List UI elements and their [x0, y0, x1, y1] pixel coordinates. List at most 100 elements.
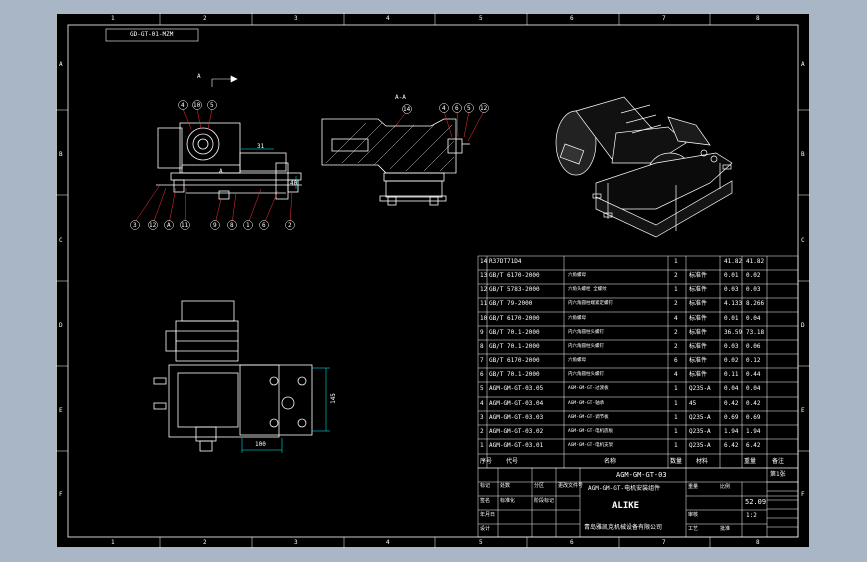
zone-col-6: 6: [570, 15, 574, 22]
bom-cell-code: AGM-GM-GT-03.04: [489, 399, 544, 407]
bom-header-no: 序号: [480, 458, 493, 465]
title-grid: [477, 467, 799, 538]
bom-cell-unit: 1.94: [724, 427, 739, 435]
code-box: [105, 28, 199, 42]
zone-col-1: 1: [111, 15, 115, 22]
bom-cell-mat: 标准件: [689, 328, 708, 336]
zone-row-d-r: D: [801, 322, 805, 329]
drawing-code: GD-GT-01-MZM: [130, 31, 174, 38]
balloon-4: 4: [181, 102, 185, 109]
bom-cell-total: 0.42: [746, 399, 761, 407]
bom-cell-code: AGM-GM-GT-03.01: [489, 441, 544, 449]
bom-cell-no: 9: [480, 328, 484, 336]
bom-cell-name: 内六角圆柱端紧定螺钉: [568, 301, 613, 307]
bom-cell-total: 0.06: [746, 342, 761, 350]
bom-header-code: 代号: [506, 458, 519, 465]
isometric-view: [555, 96, 733, 238]
bom-cell-name: 六角螺母: [568, 315, 586, 321]
bom-cell-name: AGM-GM-GT-轴承: [568, 400, 605, 406]
zone-row-b-r: B: [801, 151, 805, 158]
bom-cell-no: 3: [480, 413, 484, 421]
bom-cell-qty: 2: [674, 300, 678, 308]
zone-col-5: 5: [479, 15, 483, 22]
zone-row-a-r: A: [801, 61, 805, 68]
bom-cell-unit: 0.11: [724, 371, 739, 379]
title-label: 签名: [480, 498, 491, 504]
bom-cell-code: R37DT71D4: [489, 258, 522, 265]
zone-col-2b: 2: [203, 539, 207, 546]
bom-cell-total: 0.04: [746, 314, 761, 322]
bom-cell-code: GB/T 6170-2000: [489, 272, 540, 280]
bom-cell-mat: 标准件: [689, 371, 708, 379]
front-view-arrows: [211, 75, 238, 87]
bom-cell-total: 0.44: [746, 371, 761, 379]
bom-cell-code: GB/T 6170-2000: [489, 314, 540, 322]
zone-ticks: [56, 13, 810, 548]
section-leaders: [393, 110, 485, 142]
section-title: A-A: [395, 94, 406, 101]
bom-cell-code: AGM-GM-GT-03.03: [489, 413, 544, 421]
bom-cell-unit: 36.59: [724, 328, 743, 336]
balloon-s12: 12: [480, 105, 488, 112]
zone-row-f-r: F: [801, 491, 805, 498]
bom-cell-no: 7: [480, 357, 484, 365]
balloon-9: 9: [213, 222, 217, 229]
bom-cell-no: 1: [480, 441, 484, 449]
drawing-canvas: [56, 13, 810, 548]
title-company: 青岛雅凯克机械设备有限公司: [584, 524, 663, 531]
zone-row-c-r: C: [801, 237, 805, 244]
title-drawing-no: AGM-GM-GT-03: [616, 471, 667, 479]
title-sheet: 第1张: [770, 471, 786, 478]
zone-col-1b: 1: [111, 539, 115, 546]
drawing-sheet: GD-GT-01-MZM 1 2 3 4 5 6 7 8 1 2 3 4 5 6…: [56, 13, 810, 548]
title-label: 分区: [534, 483, 545, 489]
bom-cell-total: 41.82: [746, 258, 765, 265]
bom-cell-mat: 标准件: [689, 357, 708, 365]
front-view: [156, 122, 302, 200]
zone-row-b: B: [59, 151, 63, 158]
bom-cell-no: 14: [480, 258, 488, 265]
bom-cell-name: AGM-GM-GT-电机底板: [568, 428, 614, 434]
bom-header-qty: 数量: [670, 458, 683, 465]
section-mark: A: [197, 73, 201, 80]
title-weight: 52.09: [745, 498, 767, 506]
bom-cell-unit: 4.133: [724, 300, 743, 308]
zone-col-2: 2: [203, 15, 207, 22]
section-hatch: [325, 122, 455, 172]
bom-cell-code: GB/T 79-2000: [489, 300, 533, 308]
dim-40: 40: [290, 180, 298, 187]
bom-cell-mat: Q235-A: [689, 385, 711, 393]
bom-cell-qty: 1: [674, 286, 678, 294]
bom-cell-name: AGM-GM-GT-调节板: [568, 414, 609, 420]
bom-cell-total: 0.69: [746, 413, 761, 421]
bom-cell-unit: 0.03: [724, 286, 739, 294]
bom-cell-name: 内六角圆柱头螺钉: [568, 329, 604, 335]
bom-cell-qty: 4: [674, 314, 678, 322]
balloon-s4: 4: [442, 105, 446, 112]
bom-cell-code: GB/T 70.1-2000: [489, 342, 540, 350]
bom-cell-name: 六角螺母: [568, 358, 586, 364]
bom-cell-unit: 0.69: [724, 413, 739, 421]
balloon-6: 6: [262, 222, 266, 229]
section-balloons: [402, 103, 489, 114]
bom-cell-mat: Q235-A: [689, 413, 711, 421]
title-scale: 1:2: [746, 512, 757, 519]
bom-cell-qty: 1: [674, 441, 678, 449]
bom-cell-qty: 2: [674, 328, 678, 336]
dim-100: 100: [255, 441, 266, 448]
bom-cell-qty: 1: [674, 258, 678, 265]
bom-cell-no: 4: [480, 399, 484, 407]
bom-cell-name: 六角螺母: [568, 273, 586, 279]
bom-cell-total: 0.02: [746, 272, 761, 280]
bom-cell-qty: 1: [674, 413, 678, 421]
title-logo: ALIKE: [612, 501, 640, 511]
bom-cell-unit: 41.82: [724, 258, 743, 265]
bom-cell-name: AGM-GM-GT-过渡板: [568, 386, 609, 392]
bom-cell-no: 2: [480, 427, 484, 435]
bom-cell-total: 6.42: [746, 441, 761, 449]
title-label: 审核: [688, 512, 699, 518]
bom-cell-mat: 标准件: [689, 342, 708, 350]
bom-cell-qty: 2: [674, 272, 678, 280]
title-label: 比例: [720, 484, 731, 490]
bom-cell-qty: 1: [674, 399, 678, 407]
